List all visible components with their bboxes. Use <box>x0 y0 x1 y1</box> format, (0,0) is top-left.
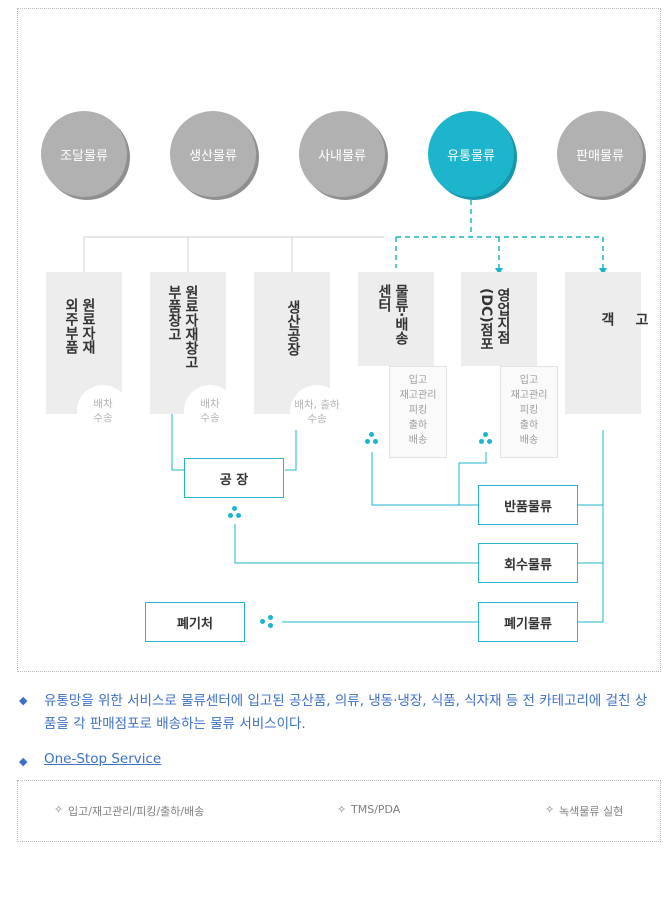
column-logistics-center-label: 물류·배송 센터 <box>376 284 409 346</box>
network-icon <box>479 432 493 446</box>
column-logistics-center <box>358 272 434 366</box>
bullet-icon: ✧ <box>54 803 64 816</box>
task-list-sales-branch: 입고 재고관리 피킹 출하 배송 <box>500 366 558 458</box>
circle-inhouse-logistics: 사내물류 <box>299 111 385 197</box>
disposal-site-box: 폐기처 <box>145 602 245 642</box>
circle-distribution-logistics: 유통물류 <box>428 111 514 197</box>
column-customer <box>565 272 641 414</box>
connector-lines <box>83 200 607 623</box>
one-stop-service-link[interactable]: One-Stop Service <box>44 751 162 767</box>
network-icon <box>365 432 379 446</box>
column-raw-materials-label: 원료자재 외주부품 <box>63 298 96 354</box>
share-icon <box>260 615 274 629</box>
circle-sales-logistics: 판매물류 <box>557 111 643 197</box>
service-list-box <box>17 780 661 842</box>
return-logistics-box: 반품물류 <box>478 485 578 525</box>
service-item: TMS/PDA <box>351 803 401 816</box>
diamond-bullet-icon: ◆ <box>19 694 28 707</box>
column-warehouse-label: 원료자재창고 부품창고 <box>166 285 199 369</box>
disposal-logistics-box: 폐기물류 <box>478 602 578 642</box>
column-customer-label: 고 객 <box>599 312 649 326</box>
service-item: 입고/재고관리/피킹/출하/배송 <box>68 805 205 818</box>
service-item: 녹색물류 실현 <box>559 805 624 818</box>
column-factory-label: 생산공장 <box>285 300 301 356</box>
badge-dispatch-transport-1: 배차 수송 <box>77 385 129 437</box>
task-list-logistics-center: 입고 재고관리 피킹 출하 배송 <box>389 366 447 458</box>
diagram-frame <box>17 8 661 672</box>
column-sales-branch-label: 영업지점 (DC)점포 <box>478 288 511 351</box>
circle-procurement-logistics: 조달물류 <box>41 111 127 197</box>
bullet-icon: ✧ <box>545 803 555 816</box>
bullet-icon: ✧ <box>337 803 347 816</box>
factory-box: 공 장 <box>184 458 284 498</box>
diamond-bullet-icon: ◆ <box>19 755 28 768</box>
collection-logistics-box: 회수물류 <box>478 543 578 583</box>
badge-dispatch-ship-transport: 배차, 출하 수송 <box>290 385 344 439</box>
column-sales-branch <box>461 272 537 366</box>
badge-dispatch-transport-2: 배차 수송 <box>184 385 236 437</box>
service-description: 유통망을 위한 서비스로 물류센터에 입고된 공산품, 의류, 냉동·냉장, 식… <box>44 693 648 732</box>
circle-production-logistics: 생산물류 <box>170 111 256 197</box>
network-icon <box>228 506 242 520</box>
